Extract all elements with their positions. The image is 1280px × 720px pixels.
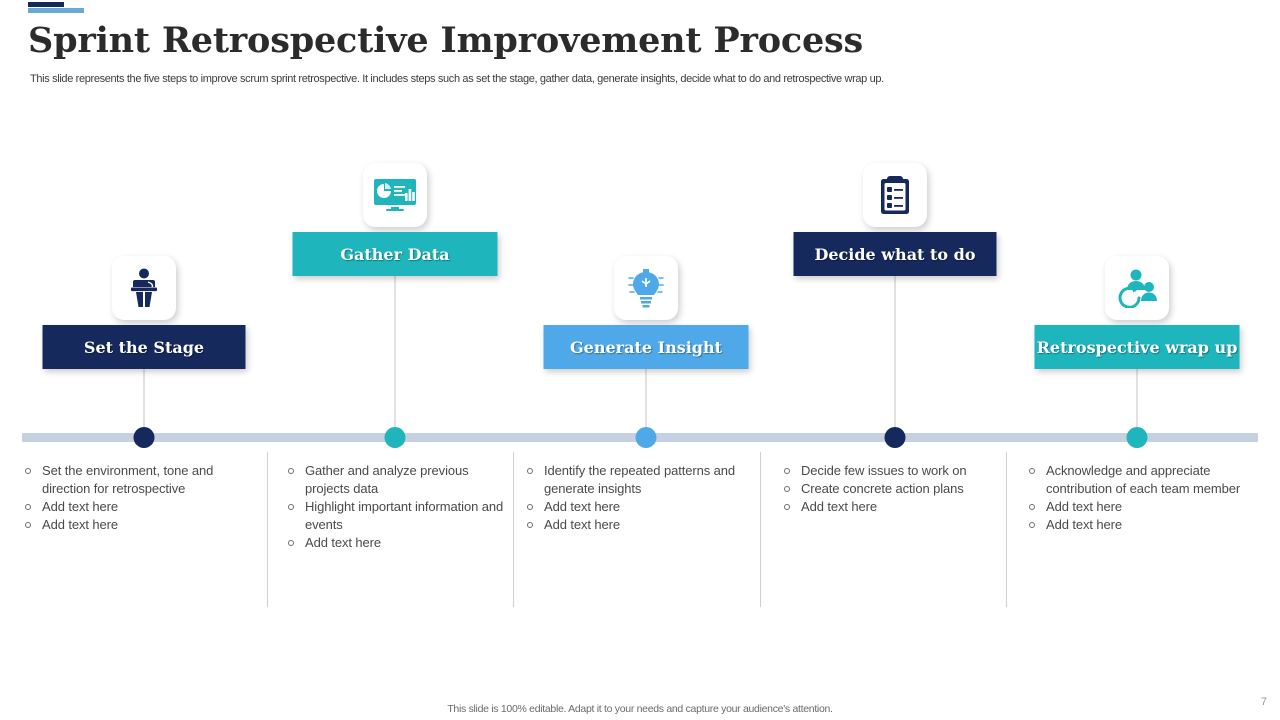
step-banner-label: Decide what to do — [814, 244, 976, 264]
bullet-text: Add text here — [544, 499, 621, 514]
bullet-text: Identify the repeated patterns and gener… — [544, 463, 736, 496]
step-banner-3[interactable]: Generate Insight — [543, 325, 749, 369]
bullet-column-3: Identify the repeated patterns and gener… — [527, 462, 757, 534]
bullet-marker-icon — [288, 504, 294, 510]
column-separator-3 — [760, 452, 761, 607]
bullet-marker-icon — [25, 522, 31, 528]
bullet-text: Add text here — [801, 499, 878, 514]
step-banner-5[interactable]: Retrospective wrap up — [1034, 325, 1240, 369]
bullet-text: Add text here — [1046, 517, 1123, 532]
step-connector-line-5 — [1136, 369, 1138, 437]
bullet-marker-icon — [1029, 522, 1035, 528]
bullet-item: Highlight important information and even… — [288, 498, 510, 534]
bullet-text: Acknowledge and appreciate contribution … — [1046, 463, 1241, 496]
bullet-text: Add text here — [42, 499, 119, 514]
bullet-item: Decide few issues to work on — [784, 462, 999, 480]
step-connector-line-1 — [143, 369, 145, 437]
bullet-text: Set the environment, tone and direction … — [42, 463, 214, 496]
step-banner-2[interactable]: Gather Data — [292, 232, 498, 276]
timeline-node-dot-1[interactable] — [133, 427, 155, 448]
step-icon-card-5[interactable] — [1105, 256, 1169, 320]
bullet-item: Add text here — [527, 516, 757, 534]
bullet-item: Set the environment, tone and direction … — [25, 462, 263, 498]
bullet-column-2: Gather and analyze previous projects dat… — [288, 462, 510, 552]
bullet-marker-icon — [25, 468, 31, 474]
bullet-item: Add text here — [25, 516, 263, 534]
bullet-marker-icon — [1029, 468, 1035, 474]
bullet-item: Create concrete action plans — [784, 480, 999, 498]
bullet-marker-icon — [25, 504, 31, 510]
footer-note: This slide is 100% editable. Adapt it to… — [447, 703, 833, 715]
bullet-item: Gather and analyze previous projects dat… — [288, 462, 510, 498]
column-separator-2 — [513, 452, 514, 607]
bullet-item: Add text here — [527, 498, 757, 516]
step-banner-label: Retrospective wrap up — [1036, 337, 1238, 357]
bullet-text: Create concrete action plans — [801, 481, 964, 496]
bullet-column-4: Decide few issues to work on Create concr… — [784, 462, 999, 516]
column-separator-1 — [267, 452, 268, 607]
column-separator-4 — [1006, 452, 1007, 607]
header-accent-bar-light — [28, 8, 84, 13]
bullet-text: Highlight important information and even… — [305, 499, 504, 532]
bullet-item: Add text here — [784, 498, 999, 516]
presenter-podium-icon — [126, 268, 162, 308]
step-banner-label: Generate Insight — [569, 337, 722, 357]
bullet-marker-icon — [784, 486, 790, 492]
timeline-node-dot-4[interactable] — [884, 427, 906, 448]
page-title: Sprint Retrospective Improvement Process — [28, 20, 864, 61]
timeline-node-dot-3[interactable] — [635, 427, 657, 448]
header-accent-bar-dark — [28, 2, 64, 7]
lightbulb-idea-icon — [626, 266, 666, 310]
bullet-marker-icon — [288, 468, 294, 474]
bullet-marker-icon — [527, 522, 533, 528]
bullet-text: Add text here — [1046, 499, 1123, 514]
bullet-column-5: Acknowledge and appreciate contribution … — [1029, 462, 1251, 534]
step-banner-label: Gather Data — [340, 244, 450, 264]
bullet-text: Add text here — [305, 535, 382, 550]
bullet-marker-icon — [784, 504, 790, 510]
step-icon-card-4[interactable] — [863, 163, 927, 227]
page-number: 7 — [1260, 696, 1267, 708]
step-banner-label: Set the Stage — [83, 337, 205, 357]
step-icon-card-1[interactable] — [112, 256, 176, 320]
bullet-marker-icon — [1029, 504, 1035, 510]
bullet-item: Add text here — [1029, 516, 1251, 534]
step-banner-4[interactable]: Decide what to do — [793, 232, 997, 276]
bullet-text: Add text here — [42, 517, 119, 532]
bullet-marker-icon — [288, 540, 294, 546]
timeline-node-dot-2[interactable] — [384, 427, 406, 448]
step-banner-1[interactable]: Set the Stage — [42, 325, 246, 369]
bullet-column-1: Set the environment, tone and direction … — [25, 462, 263, 534]
bullet-marker-icon — [527, 504, 533, 510]
bullet-item: Acknowledge and appreciate contribution … — [1029, 462, 1251, 498]
step-connector-line-2 — [394, 276, 396, 437]
step-icon-card-2[interactable] — [363, 163, 427, 227]
bullet-text: Gather and analyze previous projects dat… — [305, 463, 469, 496]
step-connector-line-3 — [645, 369, 647, 437]
bullet-text: Add text here — [544, 517, 621, 532]
step-connector-line-4 — [894, 276, 896, 437]
bullet-item: Add text here — [1029, 498, 1251, 516]
bullet-item: Identify the repeated patterns and gener… — [527, 462, 757, 498]
clipboard-checklist-icon — [877, 174, 913, 216]
timeline-node-dot-5[interactable] — [1126, 427, 1148, 448]
page-subtitle: This slide represents the five steps to … — [30, 73, 884, 85]
bullet-text: Decide few issues to work on — [801, 463, 967, 478]
step-icon-card-3[interactable] — [614, 256, 678, 320]
bullet-item: Add text here — [288, 534, 510, 552]
bullet-item: Add text here — [25, 498, 263, 516]
bullet-marker-icon — [527, 468, 533, 474]
bullet-marker-icon — [784, 468, 790, 474]
team-cycle-icon — [1115, 268, 1159, 308]
dashboard-analytics-icon — [373, 178, 417, 212]
